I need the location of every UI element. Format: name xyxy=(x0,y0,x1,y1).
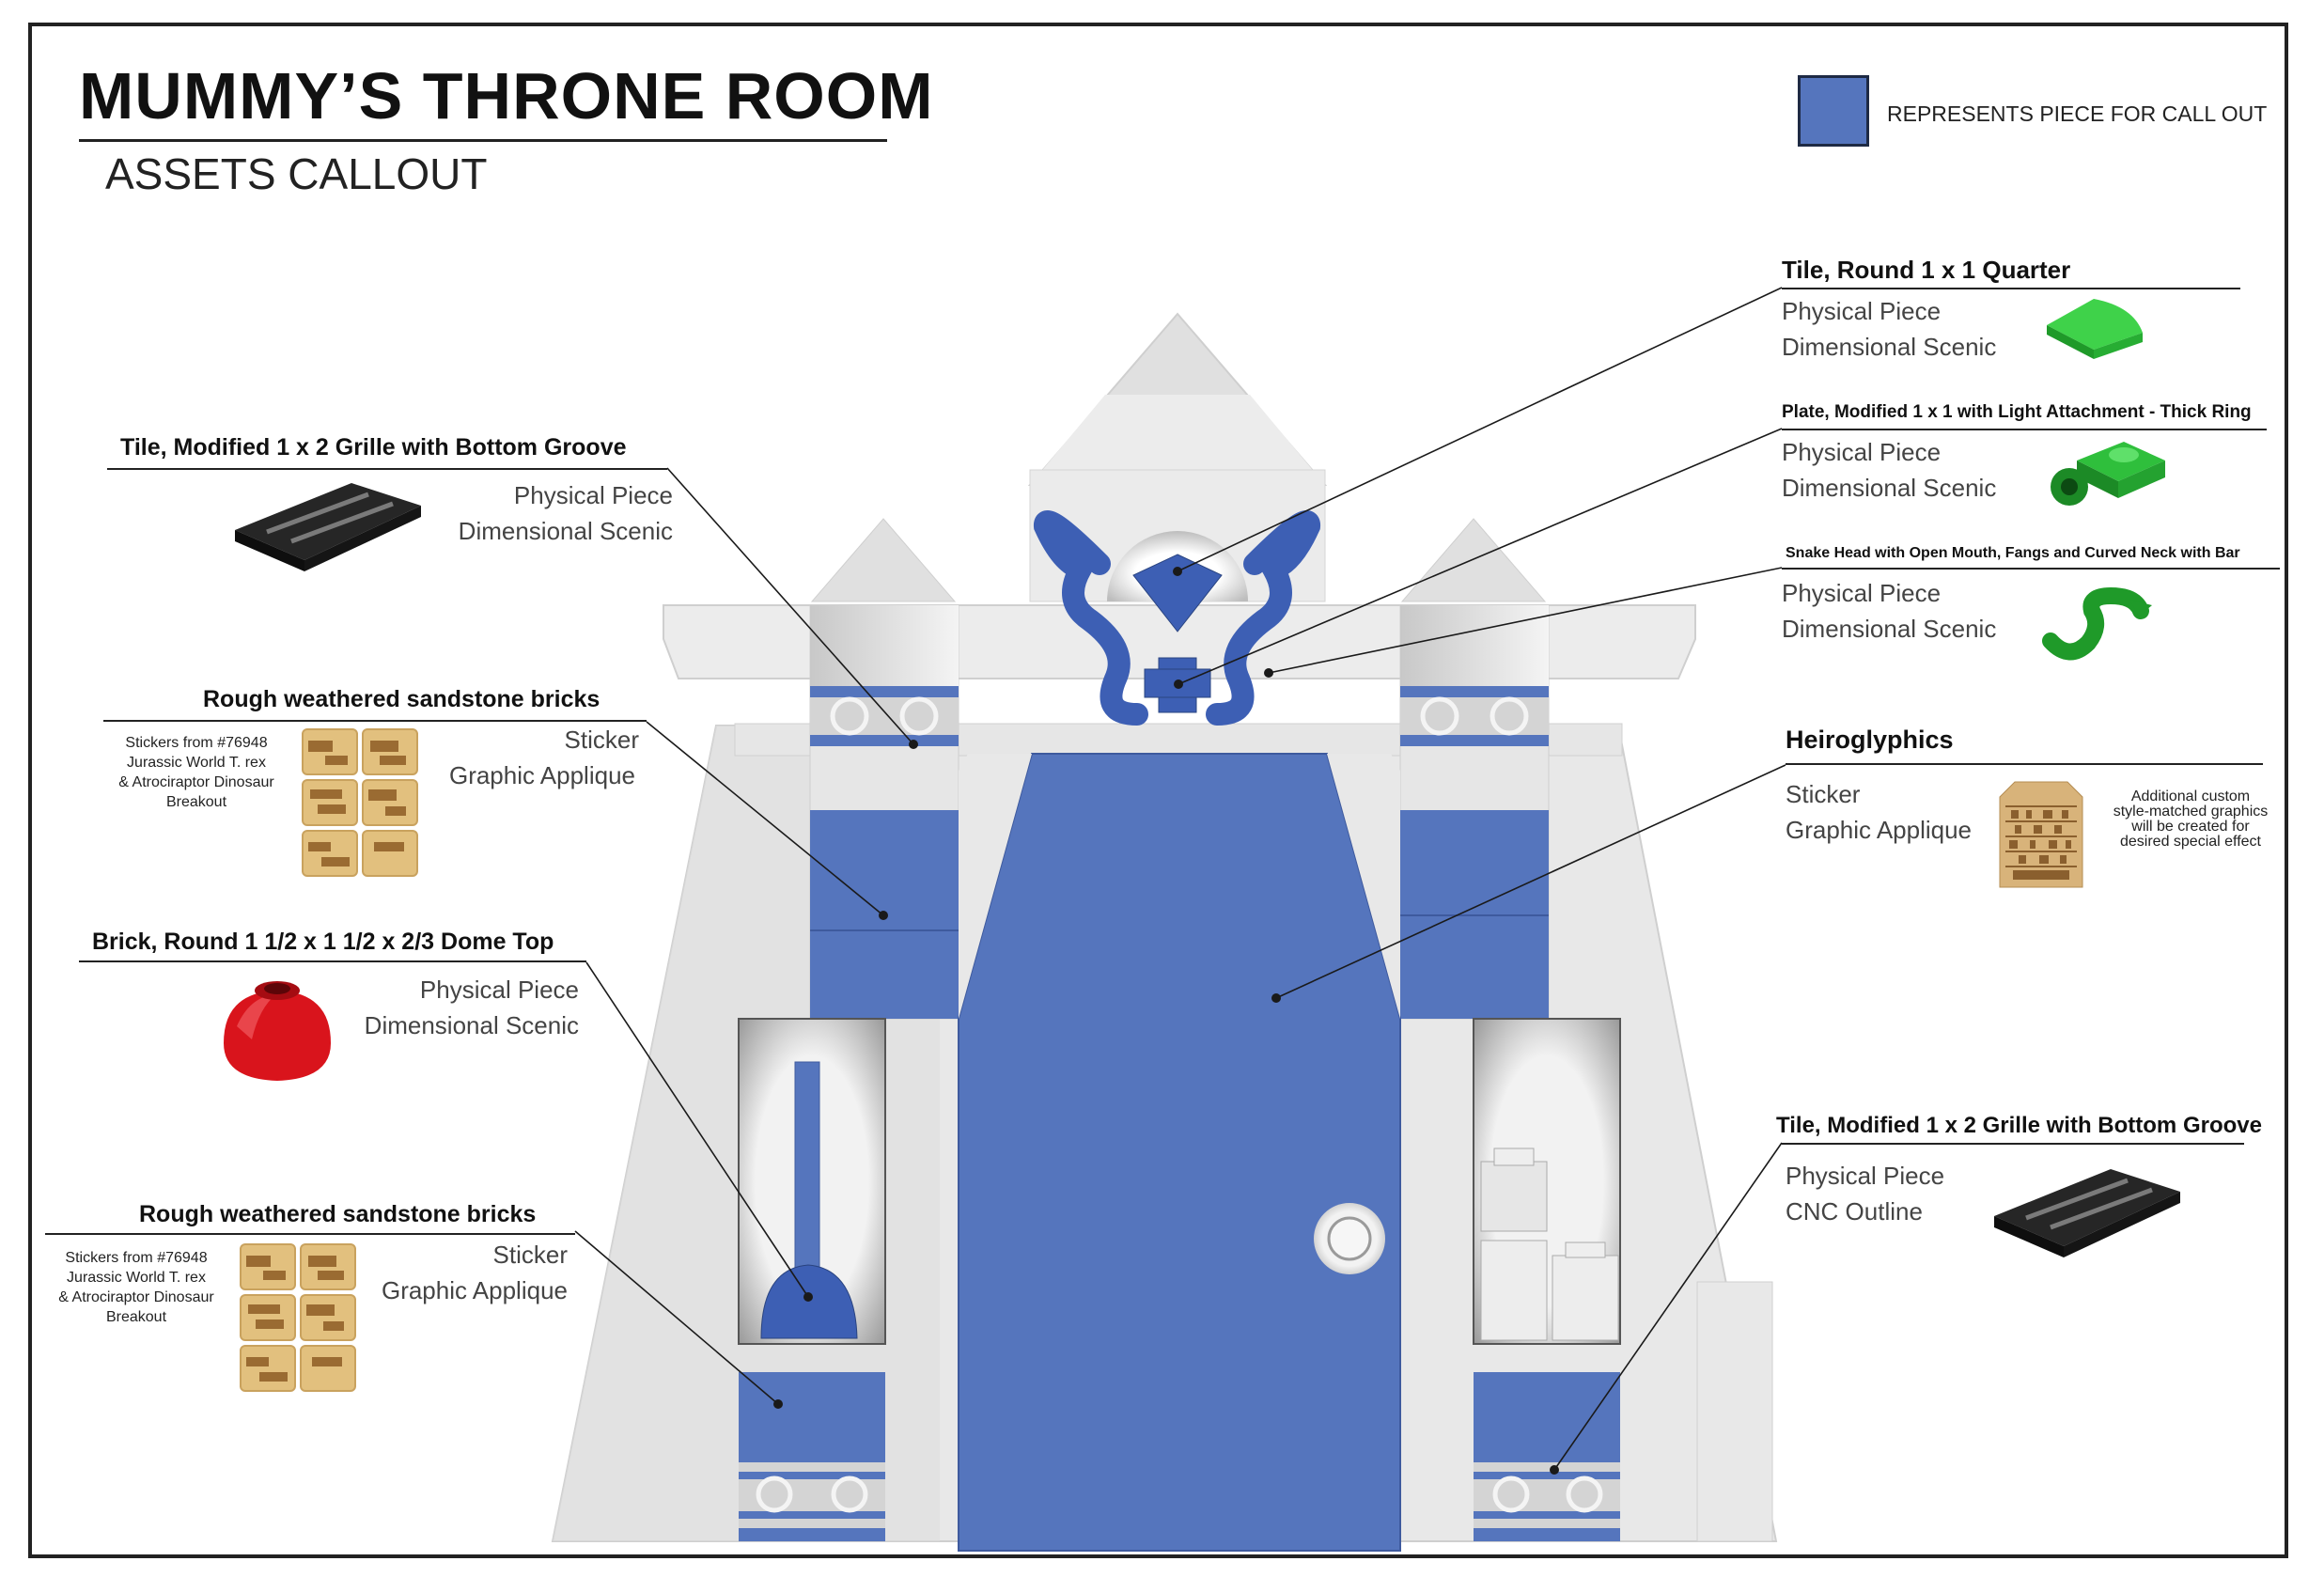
callout-grille-right-title: Tile, Modified 1 x 2 Grille with Bottom … xyxy=(1776,1113,2262,1138)
page-subtitle: ASSETS CALLOUT xyxy=(105,149,488,198)
black-grille-tile-icon xyxy=(1994,1169,2180,1257)
callout-hieroglyph-rule xyxy=(1786,763,2263,765)
green-light-plate-icon xyxy=(2051,442,2165,506)
leader-snake xyxy=(1268,567,1783,674)
right-turret-roof xyxy=(1400,518,1547,602)
leader-grille-left xyxy=(666,467,914,745)
black-grille-tile-icon xyxy=(235,483,421,571)
title-underline xyxy=(79,139,887,142)
callout-sandstone-lower-line2: Graphic Applique xyxy=(381,1276,568,1304)
callout-sandstone-upper-note: Stickers from #76948 Jurassic World T. r… xyxy=(118,735,274,810)
legend-label: REPRESENTS PIECE FOR CALL OUT xyxy=(1887,101,2268,126)
callout-snake-rule xyxy=(1782,568,2280,570)
callout-dome-line1: Physical Piece xyxy=(419,976,579,1004)
left-turret-roof xyxy=(810,518,957,602)
red-dome-brick-icon xyxy=(224,981,331,1081)
blue-dome-piece xyxy=(760,1264,858,1339)
callout-sandstone-lower-line1: Sticker xyxy=(492,1241,568,1269)
callout-sandstone-upper-title: Rough weathered sandstone bricks xyxy=(203,686,600,712)
hieroglyph-sticker-icon xyxy=(1999,781,2083,888)
callout-dome-title: Brick, Round 1 1/2 x 1 1/2 x 2/3 Dome To… xyxy=(92,929,554,955)
callout-grille-left-line2: Dimensional Scenic xyxy=(458,517,673,545)
leader-light-plate xyxy=(1178,428,1783,685)
callout-sandstone-lower-title: Rough weathered sandstone bricks xyxy=(139,1201,537,1227)
green-quarter-tile-icon xyxy=(2047,299,2143,359)
left-top-grille xyxy=(810,686,959,746)
callout-sandstone-upper-line2: Graphic Applique xyxy=(448,761,635,789)
page-title: MUMMY’S THRONE ROOM xyxy=(79,59,934,133)
callout-light-plate-title: Plate, Modified 1 x 1 with Light Attachm… xyxy=(1782,402,2252,422)
leader-grille-right xyxy=(1553,1142,1783,1471)
callout-dome-rule xyxy=(79,960,586,962)
callout-quarter-tile-rule xyxy=(1782,288,2240,289)
callout-grille-left-title: Tile, Modified 1 x 2 Grille with Bottom … xyxy=(120,434,627,461)
callout-grille-left-rule xyxy=(107,468,667,470)
callout-light-plate-line1: Physical Piece xyxy=(1782,438,1942,466)
callout-snake-line2: Dimensional Scenic xyxy=(1782,615,1997,643)
callout-quarter-tile-line1: Physical Piece xyxy=(1782,297,1942,325)
right-top-grille xyxy=(1400,686,1549,746)
callout-sandstone-lower-note: Stickers from #76948 Jurassic World T. r… xyxy=(58,1250,214,1325)
callout-sandstone-lower-rule xyxy=(45,1233,575,1235)
green-snake-icon xyxy=(2042,586,2152,661)
callout-grille-right-line1: Physical Piece xyxy=(1786,1162,1945,1190)
callout-grille-right-rule xyxy=(1782,1143,2244,1145)
callout-sandstone-upper-rule xyxy=(103,720,647,722)
leader-quarter-tile xyxy=(1177,287,1783,572)
leader-hieroglyph xyxy=(1275,764,1786,999)
callout-light-plate-line2: Dimensional Scenic xyxy=(1782,474,1997,502)
callout-quarter-tile-title: Tile, Round 1 x 1 Quarter xyxy=(1782,256,2071,284)
callout-hieroglyph-note: Additional custom style-matched graphics… xyxy=(2113,788,2269,850)
callout-snake-line1: Physical Piece xyxy=(1782,579,1942,607)
sheet-border xyxy=(28,23,2288,1558)
legend-swatch xyxy=(1798,75,1869,147)
callout-hieroglyph-title: Heiroglyphics xyxy=(1786,726,1954,754)
leader-sandstone-lower xyxy=(574,1230,779,1405)
callout-hieroglyph-line2: Graphic Applique xyxy=(1786,816,1973,844)
callout-sandstone-upper-line1: Sticker xyxy=(564,726,639,754)
callout-dome-line2: Dimensional Scenic xyxy=(364,1011,579,1039)
leader-dome xyxy=(585,961,809,1298)
central-hieroglyph-panel xyxy=(958,753,1401,1552)
sandstone-sticker-sheet-icon xyxy=(302,728,418,877)
callout-light-plate-rule xyxy=(1782,429,2267,430)
callout-grille-right-line2: CNC Outline xyxy=(1786,1197,1923,1226)
callout-snake-title: Snake Head with Open Mouth, Fangs and Cu… xyxy=(1786,545,2240,561)
callout-quarter-tile-line2: Dimensional Scenic xyxy=(1782,333,1997,361)
leader-sandstone-upper xyxy=(646,721,884,916)
callout-grille-left-line1: Physical Piece xyxy=(513,481,673,509)
sandstone-sticker-sheet-icon xyxy=(240,1243,356,1392)
callout-hieroglyph-line1: Sticker xyxy=(1786,780,1861,808)
snake-emblem xyxy=(1034,510,1320,726)
